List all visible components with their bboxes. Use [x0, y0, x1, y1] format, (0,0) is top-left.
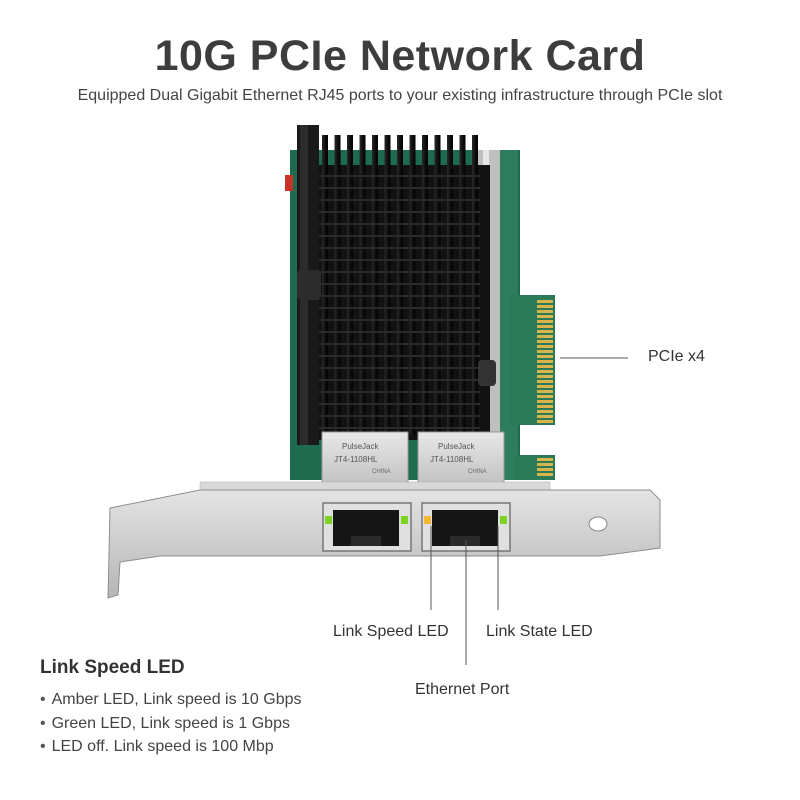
gold-contact — [537, 400, 553, 403]
gold-contact — [537, 320, 553, 323]
gold-contact — [537, 350, 553, 353]
gold-contact — [537, 410, 553, 413]
jack-origin-label: CHINA — [372, 469, 391, 475]
legend-item: Green LED, Link speed is 1 Gbps — [40, 712, 302, 736]
gold-contact — [537, 345, 553, 348]
heatsink — [297, 125, 496, 445]
gold-contact — [537, 355, 553, 358]
rj45-jack-right: PulseJack JT4-1108HL CHINA — [417, 431, 505, 491]
gold-contact — [537, 390, 553, 393]
gold-contact — [537, 415, 553, 418]
gold-contact — [537, 305, 553, 308]
red-component — [285, 175, 293, 191]
page-title: 10G PCIe Network Card — [154, 32, 646, 80]
led-link-speed-right — [424, 516, 431, 524]
jack-origin-label: CHINA — [468, 469, 487, 475]
page-subtitle: Equipped Dual Gigabit Ethernet RJ45 port… — [77, 87, 723, 104]
legend-list: Amber LED, Link speed is 10 Gbps Green L… — [40, 688, 302, 759]
gold-contact — [537, 360, 553, 363]
gold-contact — [537, 375, 553, 378]
ethernet-port-left — [322, 502, 412, 552]
gold-contact — [537, 330, 553, 333]
gold-contact — [537, 385, 553, 388]
gold-contact — [537, 310, 553, 313]
callout-link-state-led: Link State LED — [486, 623, 593, 640]
gold-contact — [537, 395, 553, 398]
callout-ethernet-port: Ethernet Port — [415, 681, 510, 698]
jack-brand-label: PulseJack — [342, 442, 379, 451]
rj45-jack-left: PulseJack JT4-1108HL CHINA — [321, 431, 409, 491]
gold-contact — [537, 340, 553, 343]
gold-contact — [537, 458, 553, 461]
gold-contact — [537, 365, 553, 368]
jack-model-label: JT4-1108HL — [334, 455, 378, 464]
legend-item: Amber LED, Link speed is 10 Gbps — [40, 688, 302, 712]
ethernet-port-right — [421, 502, 511, 552]
callout-pcie: PCIe x4 — [648, 348, 705, 365]
led-link-state-right — [500, 516, 507, 524]
jack-brand-label: PulseJack — [438, 442, 475, 451]
callout-link-speed-led: Link Speed LED — [333, 623, 449, 640]
legend-item: LED off. Link speed is 100 Mbp — [40, 735, 302, 759]
gold-contact — [537, 405, 553, 408]
jack-model-label: JT4-1108HL — [430, 455, 474, 464]
gold-contact — [537, 370, 553, 373]
gold-contact — [537, 468, 553, 471]
legend-title: Link Speed LED — [40, 657, 185, 678]
gold-contact — [537, 463, 553, 466]
gold-contact — [537, 300, 553, 303]
gold-contact — [537, 315, 553, 318]
gold-contact — [537, 420, 553, 423]
gold-contact — [537, 473, 553, 476]
led-link-speed-left — [325, 516, 332, 524]
led-link-state-left — [401, 516, 408, 524]
gold-contact — [537, 335, 553, 338]
gold-contact — [537, 380, 553, 383]
gold-contact — [537, 325, 553, 328]
pcie-connector — [510, 295, 555, 480]
